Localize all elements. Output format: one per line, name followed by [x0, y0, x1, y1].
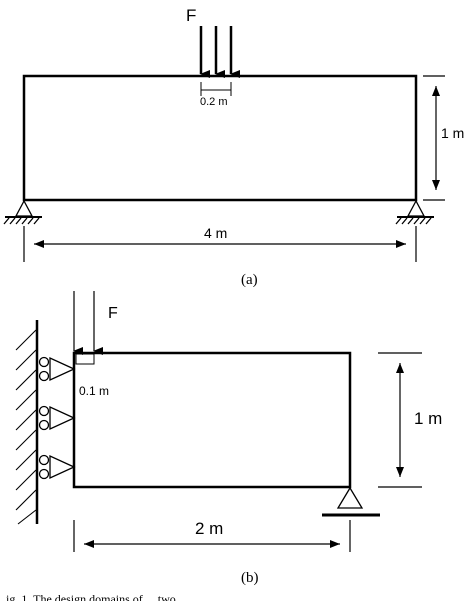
- roller-support-1-b: [38, 356, 76, 382]
- caption-b: (b): [241, 570, 259, 586]
- load-width-label-b: 0.1 m: [79, 384, 109, 398]
- footer-fragment: ig. 1. The design domains of… two …: [6, 592, 191, 601]
- fixed-wall-b: [15, 320, 39, 525]
- height-dimension-a: [423, 75, 445, 201]
- figure-a: F 0.2 m 1 m: [3, 6, 464, 288]
- load-arrows-b: [73, 291, 103, 355]
- load-arrows-a: [199, 26, 240, 78]
- span-label-a: 4 m: [204, 225, 227, 241]
- load-width-box-b: [75, 353, 95, 365]
- caption-a: (a): [241, 272, 258, 288]
- height-label-b: 1 m: [414, 409, 442, 428]
- roller-support-3-b: [38, 454, 76, 480]
- height-dimension-b: [378, 352, 422, 488]
- beam-a-domain: [22, 74, 418, 202]
- span-label-b: 2 m: [195, 519, 223, 538]
- roller-support-2-b: [38, 405, 76, 431]
- load-label-b: F: [108, 305, 118, 322]
- pin-support-right-a: [395, 199, 434, 225]
- pin-support-b: [322, 486, 380, 517]
- figure-b: F 0.1 m 1 m 2 m (b): [15, 291, 442, 586]
- load-width-label-a: 0.2 m: [200, 96, 228, 108]
- span-dimension-b: [73, 520, 351, 552]
- pin-support-left-a: [3, 199, 42, 225]
- span-dimension-a: [23, 226, 417, 262]
- load-label-a: F: [186, 6, 196, 25]
- load-width-dimension-a: [200, 82, 232, 96]
- beam-b-domain: [72, 351, 352, 489]
- height-label-a: 1 m: [441, 125, 464, 141]
